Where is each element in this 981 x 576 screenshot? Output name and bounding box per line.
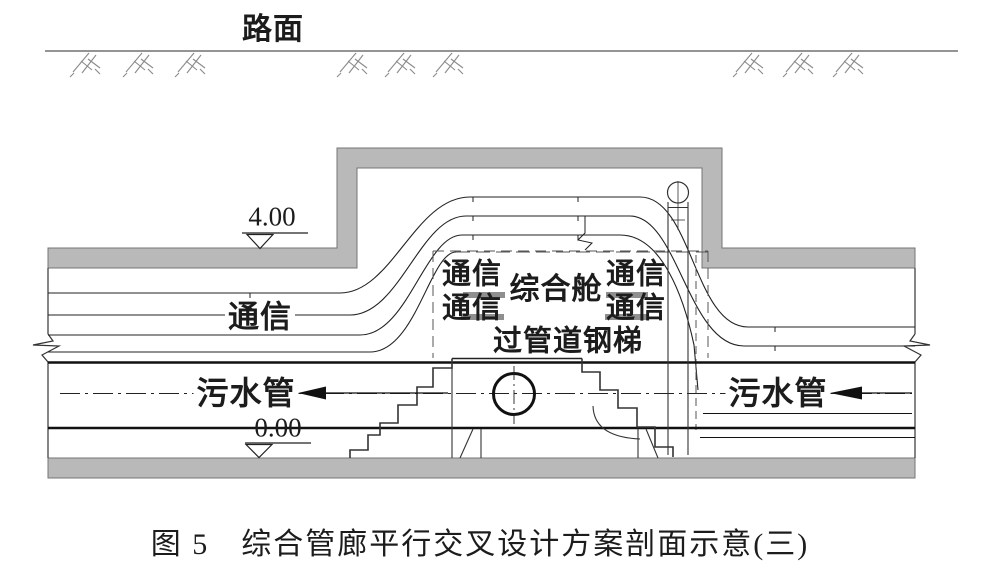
cable-trays <box>461 292 648 320</box>
comm-cross-right-top-label: 通信 <box>605 258 667 291</box>
elevation-marker-top <box>242 232 308 250</box>
comm-cross-left-bottom-label: 通信 <box>441 292 503 325</box>
ground-hatching <box>69 52 864 78</box>
figure-caption: 图 5 综合管廊平行交叉设计方案剖面示意(三) <box>150 528 810 561</box>
integrated-cabin-label: 综合舱 <box>509 273 603 306</box>
right-break-edge <box>901 268 931 458</box>
comm-cross-left-top-label: 通信 <box>441 258 503 291</box>
pipe-ladder-label: 过管道钢梯 <box>492 325 644 358</box>
cable-break-leader <box>576 216 594 251</box>
floor-lines <box>48 361 915 438</box>
sewage-left-label: 污水管 <box>193 376 299 410</box>
concrete-roof-profile <box>47 147 916 269</box>
stair-left <box>349 358 453 458</box>
hidden-outline <box>432 250 709 430</box>
elevation-top-value: 4.00 <box>248 201 296 232</box>
flow-arrow-right <box>830 386 912 400</box>
pipe-supports <box>451 362 659 459</box>
cable-runs <box>48 196 915 391</box>
road-surface-label: 路面 <box>242 13 304 46</box>
riser-pipe <box>666 181 690 455</box>
concrete-bottom-slab <box>47 457 916 479</box>
stair-right <box>581 358 674 457</box>
drain-elbow <box>592 405 641 440</box>
crossing-assembly <box>349 357 674 459</box>
sewage-right-label: 污水管 <box>725 376 831 410</box>
left-break-edge <box>32 268 62 458</box>
elevation-marker-bottom <box>244 442 311 459</box>
comm-left-label: 通信 <box>225 300 295 334</box>
flow-arrow-left <box>298 386 448 400</box>
comm-cross-right-bottom-label: 通信 <box>605 292 667 325</box>
elevation-bottom-value: 0.00 <box>254 412 302 443</box>
